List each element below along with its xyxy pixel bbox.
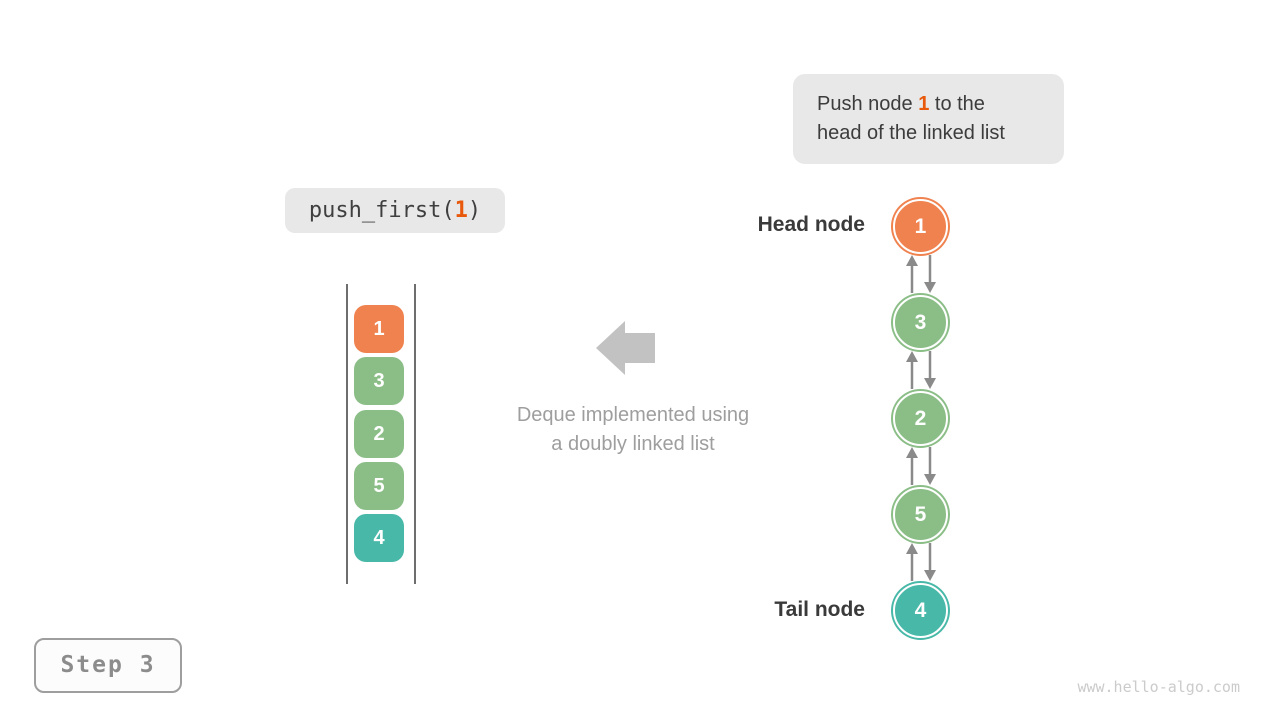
stack-cell: 2 (354, 410, 404, 458)
stack-rail-left (346, 284, 348, 584)
doubly-linked-arrows-icon (906, 543, 936, 581)
doubly-linked-arrows-icon (906, 351, 936, 389)
linked-list-node: 4 (891, 581, 950, 640)
stack-cell: 4 (354, 514, 404, 562)
caption-line2: a doubly linked list (551, 433, 715, 455)
stack-rail-right (414, 284, 416, 584)
linked-list-node: 1 (891, 197, 950, 256)
code-text: push_first( (308, 198, 455, 223)
stack-cell: 3 (354, 357, 404, 405)
tail-node-label: Tail node (774, 598, 865, 621)
stack-cell: 1 (354, 305, 404, 353)
linked-list-node: 5 (891, 485, 950, 544)
linked-list-node: 2 (891, 389, 950, 448)
callout-text: to the (929, 93, 985, 115)
doubly-linked-arrows-icon (906, 255, 936, 293)
head-node-label: Head node (757, 213, 865, 236)
caption: Deque implemented using a doubly linked … (458, 401, 808, 459)
left-arrow-icon (596, 321, 655, 375)
callout-text: Push node (817, 93, 919, 115)
code-text: ) (467, 198, 482, 223)
step-badge: Step 3 (34, 638, 182, 693)
doubly-linked-arrows-icon (906, 447, 936, 485)
callout-highlight-value: 1 (918, 93, 930, 115)
code-arg-value: 1 (454, 198, 468, 223)
code-push-first: push_first(1) (285, 188, 505, 233)
caption-line1: Deque implemented using (516, 404, 750, 426)
watermark: www.hello-algo.com (1077, 678, 1240, 696)
stack-cell: 5 (354, 462, 404, 510)
callout-push-node: Push node 1 to the head of the linked li… (793, 74, 1064, 164)
linked-list-node: 3 (891, 293, 950, 352)
callout-text: head of the linked list (817, 122, 1005, 144)
